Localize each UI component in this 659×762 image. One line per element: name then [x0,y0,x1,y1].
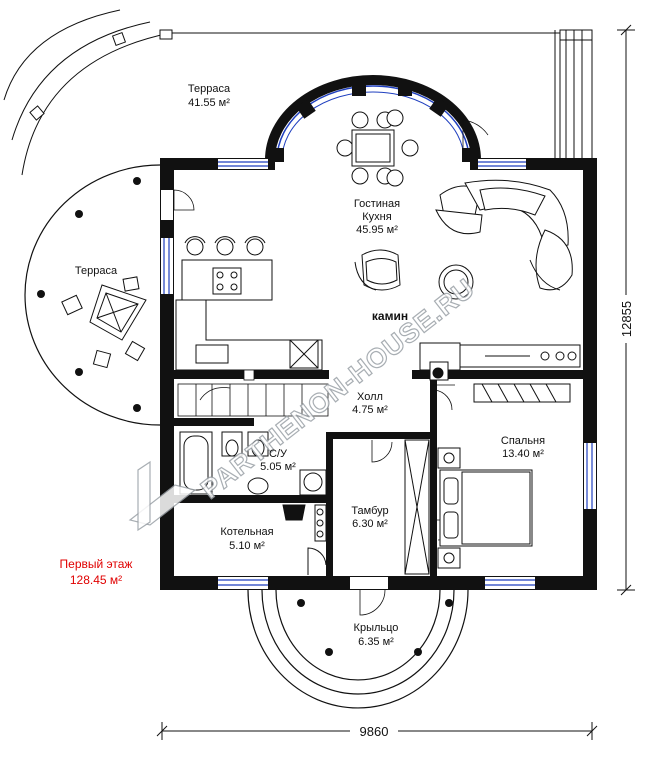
windows [161,159,596,589]
left-terrace-outline [24,164,161,426]
label-terrace-left-name: Терраса [75,265,118,277]
staircase [177,369,329,417]
terrace-columns [37,177,141,412]
top-terrace-outline [3,9,593,176]
fireplace [419,342,581,381]
bathroom-fixtures [179,431,327,496]
room-labels: Терраса 41.55 м² Терраса Гостиная Кухня … [60,83,546,648]
dimension-height-text: 12855 [619,301,634,337]
label-floor-area: 128.45 м² [70,573,122,587]
label-floor-title: Первый этаж [60,557,133,571]
boiler-equipment [282,504,327,575]
dining-set [336,109,419,187]
dimension-width-text: 9860 [360,724,389,739]
label-vestibule-area: 6.30 м² [352,518,388,530]
label-hall-name: Холл [357,391,383,403]
label-vestibule-name: Тамбур [351,505,388,517]
label-porch-name: Крыльцо [354,622,399,634]
label-porch-area: 6.35 м² [358,636,394,648]
exterior-doors [161,119,489,616]
bay-window [265,75,481,162]
kitchen [175,236,323,371]
porch-outline [247,589,469,709]
label-hall-area: 4.75 м² [352,404,388,416]
sofa-set [354,179,573,300]
label-terrace-top-area: 41.55 м² [188,97,230,109]
label-terrace-top-name: Терраса [188,83,231,95]
label-bedroom-name: Спальня [501,435,545,447]
outdoor-table-set [61,276,147,369]
watermark-text: PARTHENON-HOUSE.RU [195,273,480,505]
label-fireplace: камин [372,309,408,323]
label-kitchen-name: Кухня [362,211,391,223]
bedroom-furniture [404,383,571,575]
label-living-name: Гостиная [354,198,400,210]
label-boiler-name: Котельная [220,526,273,538]
label-bath-area: 5.05 м² [260,461,296,473]
porch-columns [297,599,453,656]
label-boiler-area: 5.10 м² [229,540,265,552]
label-bedroom-area: 13.40 м² [502,448,544,460]
label-bath-name: С/У [269,448,288,460]
label-living-area: 45.95 м² [356,224,398,236]
